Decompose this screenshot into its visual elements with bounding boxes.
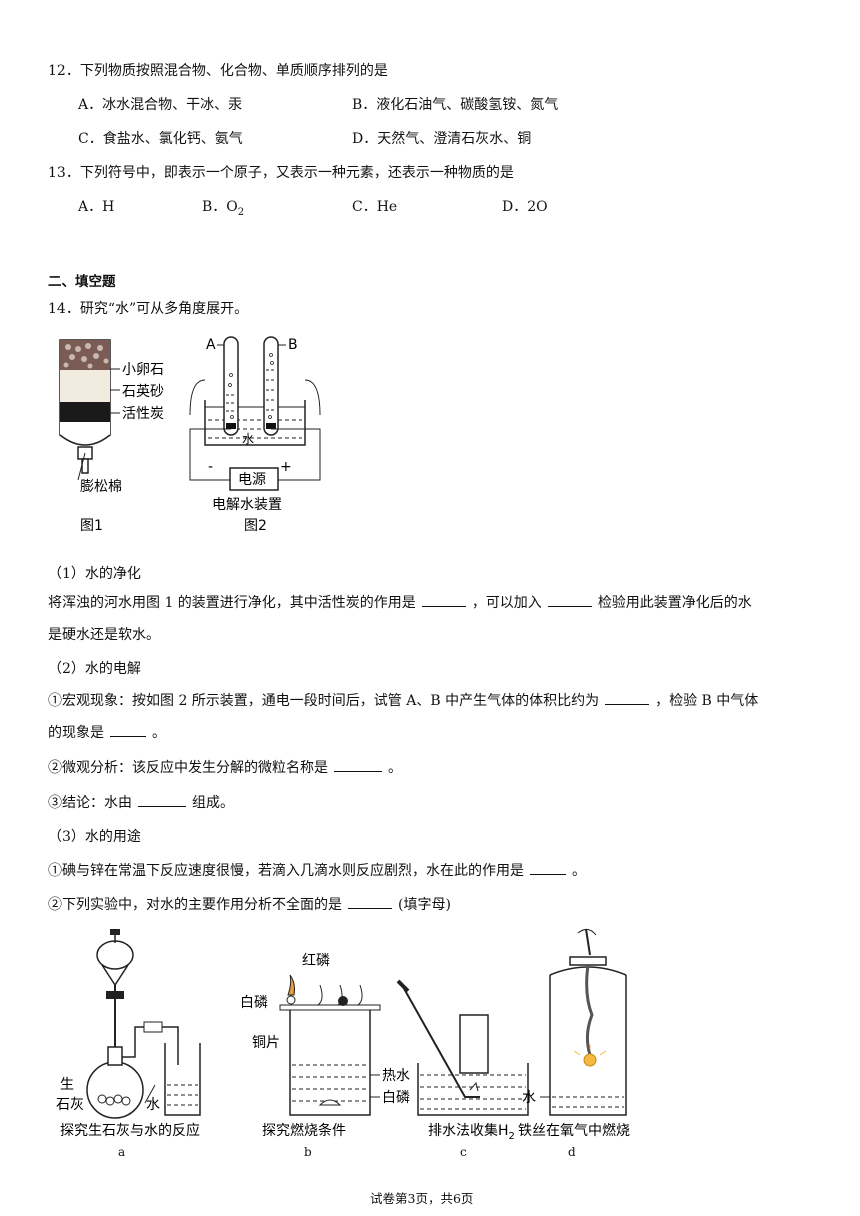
page-footer: 试卷第3页，共6页 xyxy=(370,1191,474,1206)
exp-b-title: 探究燃烧条件 xyxy=(262,1122,346,1139)
exp-c-letter: c xyxy=(460,1145,467,1159)
q14-part2-line2: 的现象是 。 xyxy=(48,722,166,742)
q14-part2-line3: ②微观分析：该反应中发生分解的微粒名称是 。 xyxy=(48,757,402,777)
blank-volume-ratio[interactable] xyxy=(605,692,650,705)
exp-b-label-red-phosphorus: 红磷 xyxy=(302,953,330,969)
exp-c-title-subscript: 2 xyxy=(509,1131,515,1140)
q14-part1-line1: 将浑浊的河水用图 1 的装置进行净化，其中活性炭的作用是 ，可以加入 检验用此装置净… xyxy=(48,592,752,612)
exp-b-letter: b xyxy=(304,1145,312,1159)
fig1-label-activated-carbon: 活性炭 xyxy=(122,406,164,422)
q13-option-b[interactable]: B．O2 xyxy=(202,196,244,218)
fig1-caption: 图1 xyxy=(80,518,103,534)
fig1-label-pebbles: 小卵石 xyxy=(122,362,164,378)
q13-stem: 13．下列符号中，即表示一个原子，又表示一种元素，还表示一种物质的是 xyxy=(48,165,514,181)
blank-b-gas-phenomenon[interactable] xyxy=(110,724,146,737)
fig2-caption: 图2 xyxy=(244,518,267,534)
q14-part3-text-a: ①碘与锌在常温下反应速度很慢，若滴入几滴水则反应剧烈，水在此的作用是 xyxy=(48,863,524,879)
exp-a-label-water: 水 xyxy=(146,1097,160,1113)
fig2-label-b: B xyxy=(288,337,298,353)
exp-d-title: 铁丝在氧气中燃烧 xyxy=(518,1122,630,1139)
fig1-label-cotton: 膨松棉 xyxy=(80,478,122,495)
q14-figures: 小卵石 石英砂 活性炭 膨松棉 图1 水 xyxy=(59,336,321,534)
q14-part2-text-b: ，检验 B 中气体 xyxy=(655,693,759,709)
tube-b xyxy=(263,336,279,436)
exp-b-label-hot-water: 热水 xyxy=(382,1068,410,1084)
fig2-label-plus: + xyxy=(280,459,292,475)
flame-icon xyxy=(287,974,295,996)
q14-part2-text-e: ②微观分析：该反应中发生分解的微粒名称是 xyxy=(48,760,328,776)
iron-wire xyxy=(585,964,594,1056)
q14-part3-text-b: 。 xyxy=(572,863,586,879)
fig2-label-water: 水 xyxy=(242,432,254,446)
q12-option-d[interactable]: D．天然气、澄清石灰水、铜 xyxy=(352,131,532,147)
experiments-figure: 生 石灰 水 探究生石灰与水的反应 红磷 白磷 铜片 热水 白磷 探究燃烧条件 xyxy=(56,928,630,1140)
fig2-device-name: 电解水装置 xyxy=(212,497,282,513)
experiment-c-diagram: 排水法收集H2 xyxy=(396,979,529,1140)
q14-part2-line4: ③结论：水由 组成。 xyxy=(48,792,234,812)
fig1-label-quartz-sand: 石英砂 xyxy=(122,383,164,400)
section-title-fill-blank: 二、填空题 xyxy=(48,274,116,290)
exp-c-title-text: 排水法收集H xyxy=(428,1122,509,1139)
q14-part2-text-g: ③结论：水由 xyxy=(48,795,132,811)
exp-d-label-water: 水 xyxy=(522,1090,536,1106)
q12-option-a[interactable]: A．冰水混合物、干冰、汞 xyxy=(78,97,243,113)
q14-part2-line1: ①宏观现象：按如图 2 所示装置，通电一段时间后，试管 A、B 中产生气体的体积… xyxy=(48,690,758,710)
q14-part3-title: （3）水的用途 xyxy=(48,829,141,845)
fig2-label-minus: - xyxy=(208,459,213,475)
q13-option-b-text: B．O xyxy=(202,199,238,215)
q14-part1-text-c: 检验用此装置净化后的水 xyxy=(597,595,752,611)
experiment-b-diagram: 红磷 白磷 铜片 热水 白磷 探究燃烧条件 xyxy=(240,953,410,1139)
blank-water-composition[interactable] xyxy=(138,794,186,807)
q14-part1-line2: 是硬水还是软水。 xyxy=(48,627,160,643)
q14-part3-line2: ②下列实验中，对水的主要作用分析不全面的是 (填字母) xyxy=(48,894,451,914)
blank-hardness-reagent[interactable] xyxy=(547,594,592,607)
q14-part2-text-d: 。 xyxy=(152,725,166,741)
q12-option-b[interactable]: B．液化石油气、碳酸氢铵、氮气 xyxy=(352,97,559,113)
spark-icon xyxy=(583,1053,597,1067)
q12-option-c[interactable]: C．食盐水、氯化钙、氨气 xyxy=(78,131,243,147)
q14-part2-text-h: 组成。 xyxy=(192,795,234,811)
exp-a-label-lime: 石灰 xyxy=(56,1097,84,1113)
q14-part3-text-d: (填字母) xyxy=(398,897,451,913)
q14-part2-title: （2）水的电解 xyxy=(48,661,141,677)
exp-c-title: 排水法收集H2 xyxy=(428,1122,515,1140)
experiment-d-diagram: 水 铁丝在氧气中燃烧 xyxy=(518,928,630,1139)
q14-part1-title: （1）水的净化 xyxy=(48,566,141,582)
exp-a-title: 探究生石灰与水的反应 xyxy=(60,1122,200,1139)
q14-part3-line1: ①碘与锌在常温下反应速度很慢，若滴入几滴水则反应剧烈，水在此的作用是 。 xyxy=(48,860,586,880)
blank-decomposed-particle[interactable] xyxy=(334,759,382,772)
fig1-filter-diagram: 小卵石 石英砂 活性炭 膨松棉 图1 xyxy=(59,339,164,534)
exp-b-label-white-phosphorus-top: 白磷 xyxy=(240,995,268,1011)
fig2-label-a: A xyxy=(206,337,216,353)
q14-part3-text-c: ②下列实验中，对水的主要作用分析不全面的是 xyxy=(48,897,342,913)
power-supply xyxy=(229,467,279,491)
exp-a-label-sheng: 生 xyxy=(60,1077,74,1093)
q14-part2-text-a: ①宏观现象：按如图 2 所示装置，通电一段时间后，试管 A、B 中产生气体的体积… xyxy=(48,693,600,709)
q14-part1-text-a: 将浑浊的河水用图 1 的装置进行净化，其中活性炭的作用是 xyxy=(48,595,416,611)
q12-stem: 12．下列物质按照混合物、化合物、单质顺序排列的是 xyxy=(48,63,388,79)
blank-carbon-role[interactable] xyxy=(421,594,466,607)
experiment-a-diagram: 生 石灰 水 探究生石灰与水的反应 xyxy=(56,929,201,1139)
q13-option-b-subscript: 2 xyxy=(237,206,245,218)
fig2-electrolysis-diagram: 水 电源 - + A B 电解水装置 图2 xyxy=(189,336,321,534)
exp-b-label-copper: 铜片 xyxy=(252,1035,280,1051)
exp-d-letter: d xyxy=(568,1145,576,1159)
q13-option-a[interactable]: A．H xyxy=(78,199,115,215)
exp-a-letter: a xyxy=(118,1145,126,1159)
q14-part2-text-f: 。 xyxy=(388,760,402,776)
activated-carbon-layer xyxy=(60,402,110,422)
blank-experiment-letter[interactable] xyxy=(348,896,392,909)
q14-part1-text-b: ，可以加入 xyxy=(471,595,542,611)
exp-b-label-white-phosphorus-bottom: 白磷 xyxy=(382,1090,410,1106)
q13-option-d[interactable]: D．2O xyxy=(502,199,548,215)
q14-stem: 14．研究“水”可从多角度展开。 xyxy=(48,301,249,317)
blank-water-catalyst-role[interactable] xyxy=(530,862,566,875)
q14-part2-text-c: 的现象是 xyxy=(48,725,104,741)
quartz-sand-layer xyxy=(60,370,110,402)
fig2-label-power: 电源 xyxy=(238,472,266,488)
q13-option-c[interactable]: C．He xyxy=(352,199,398,215)
